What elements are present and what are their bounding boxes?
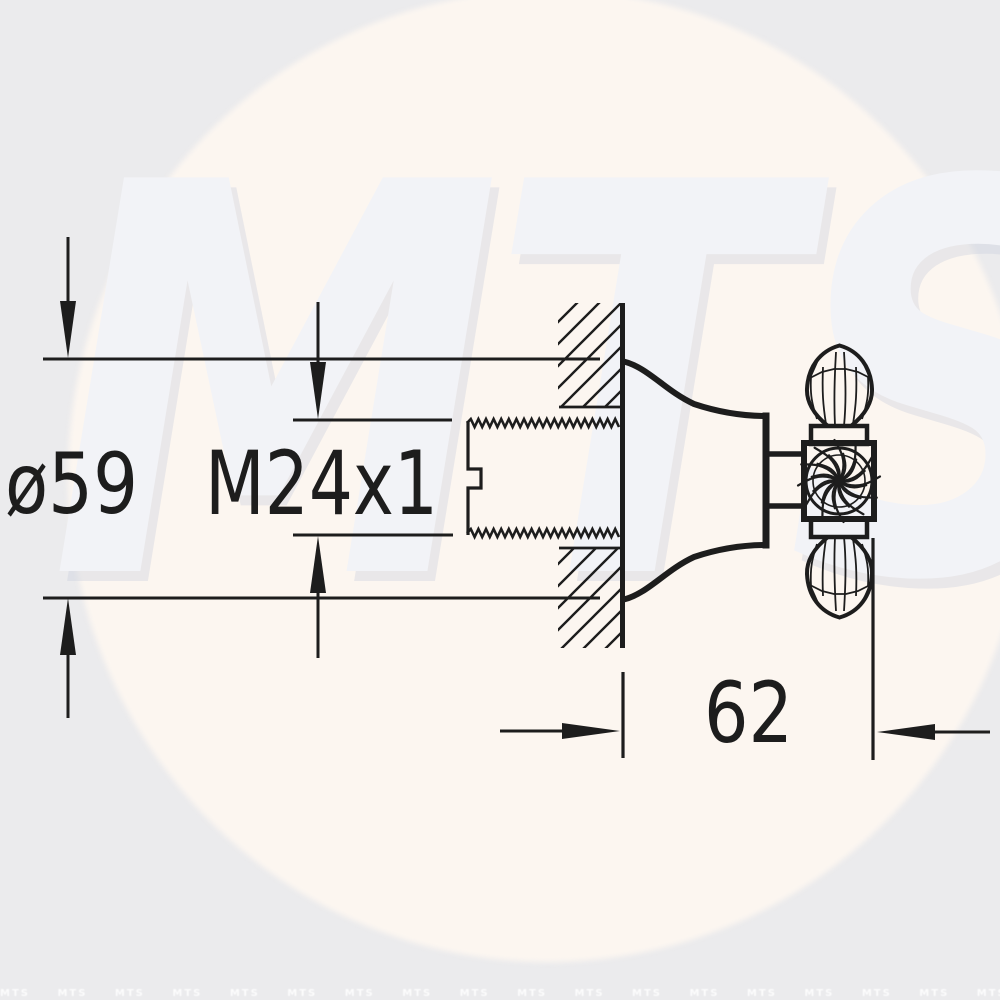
knob-facet-crown: [809, 345, 871, 379]
watermark-footer-strip: MTS MTS MTS MTS MTS MTS MTS MTS MTS MTS …: [0, 988, 1000, 999]
watermark-logo: MTS: [50, 71, 1000, 699]
bell-top-curve: [621, 358, 767, 419]
arrowhead-left: [877, 724, 935, 740]
arrowhead-up: [310, 536, 326, 593]
escutcheon-bell: [621, 358, 770, 603]
dimension-depth: 62: [500, 538, 990, 762]
thread-bottom: [466, 525, 621, 541]
dimension-thread: M24x1: [205, 302, 453, 658]
hub-rosette: [796, 438, 882, 524]
thread-top: [466, 415, 621, 431]
bell-bottom-curve: [621, 542, 767, 603]
knob-facet-crown: [809, 584, 871, 618]
depth-label: 62: [704, 664, 793, 762]
crystal-knob-top: [804, 343, 875, 428]
dimension-diameter: ø59: [5, 237, 600, 718]
wall-section: [558, 303, 625, 648]
crystal-knob-bottom: [804, 535, 875, 620]
handle-collar-top: [808, 423, 870, 447]
diameter-label: ø59: [5, 435, 138, 533]
cross-handle: [766, 343, 882, 620]
arrowhead-down: [310, 362, 326, 419]
spindle-end-with-slot: [466, 421, 483, 535]
arrowhead-right: [562, 723, 620, 739]
handle-collar-bottom: [808, 516, 870, 540]
arrowhead-up: [60, 598, 76, 655]
threaded-valve-body: [466, 415, 621, 541]
thread-label: M24x1: [205, 432, 438, 535]
arrowhead-down: [60, 301, 76, 358]
wall-hatch-upper: [558, 303, 622, 407]
